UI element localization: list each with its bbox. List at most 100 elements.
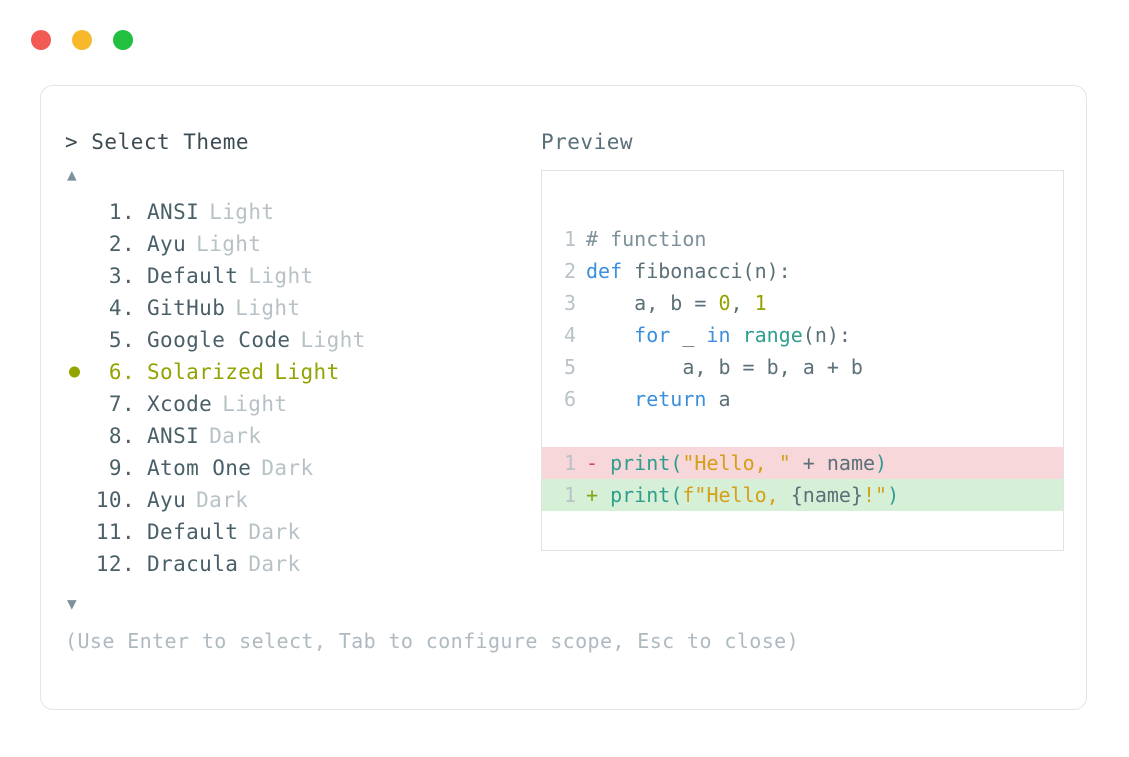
theme-item-variant: Dark [248,520,301,544]
theme-item-name: ANSI [147,200,200,224]
theme-item-index: 8. [108,424,135,448]
theme-item-variant: Light [222,392,288,416]
theme-item-variant: Light [235,296,301,320]
theme-item-index: 10. [95,488,135,512]
theme-item-variant: Dark [261,456,314,480]
line-number: 5 [563,355,576,379]
code-token [731,323,743,347]
theme-list-item[interactable]: 2. Ayu Light [65,228,535,260]
theme-item-variant: Light [274,360,340,384]
code-token: 0 [718,291,731,315]
theme-item-index: 6. [108,360,135,384]
theme-item-index: 3. [108,264,135,288]
diff-removed-line: 1- print("Hello, " + name) [542,447,1063,479]
theme-list-item[interactable]: 4. GitHub Light [65,292,535,324]
code-token: # function [586,227,707,251]
theme-item-index: 9. [108,456,135,480]
theme-list-item[interactable]: 3. Default Light [65,260,535,292]
theme-item-name: Dracula [147,552,239,576]
code-token: in [706,323,731,347]
code-line: 4 for _ in range(n): [542,319,1063,351]
theme-list-item[interactable]: 9. Atom One Dark [65,452,535,484]
theme-item-name: Ayu [147,232,187,256]
code-token: ) [887,483,900,507]
code-token: a, b = b, a + b [586,355,863,379]
diff-marker: + [586,483,611,507]
line-number: 2 [563,259,576,283]
code-token: !" [862,483,888,507]
code-diff-spacer [542,415,1063,447]
selected-bullet-icon [69,366,80,378]
code-token: fibonacci(n): [622,259,791,283]
code-line: 1 # function [542,223,1063,255]
theme-list-item[interactable]: 1. ANSI Light [65,196,535,228]
code-line: 3 a, b = 0, 1 [542,287,1063,319]
minimize-window-button[interactable] [72,30,92,50]
code-token: ) [875,451,888,475]
close-window-button[interactable] [31,30,51,50]
code-token: range [742,323,803,347]
theme-item-name: GitHub [147,296,226,320]
preview-label: Preview [541,130,634,154]
code-diff-sample: 1- print("Hello, " + name)1+ print(f"Hel… [542,447,1063,511]
theme-item-variant: Light [248,264,314,288]
theme-item-variant: Dark [209,424,262,448]
theme-list-item[interactable]: 6. Solarized Light [65,356,535,388]
code-line: 2 def fibonacci(n): [542,255,1063,287]
theme-item-name: ANSI [147,424,200,448]
line-number: 6 [563,387,576,411]
code-line: 6 return a [542,383,1063,415]
code-token: _ [670,323,707,347]
code-line: 5 a, b = b, a + b [542,351,1063,383]
theme-item-name: Atom One [147,456,252,480]
line-number: 1 [563,483,576,507]
theme-item-index: 1. [108,200,135,224]
keyboard-hint: (Use Enter to select, Tab to configure s… [65,629,800,653]
theme-item-variant: Dark [248,552,301,576]
theme-item-index: 11. [95,520,135,544]
theme-item-index: 12. [95,552,135,576]
code-token: return [634,387,707,411]
code-sample: 1 # function 2 def fibonacci(n): 3 a, b = 0,… [542,223,1063,415]
theme-item-index: 2. [108,232,135,256]
theme-item-name: Default [147,264,239,288]
code-token: for [634,323,671,347]
theme-list-item[interactable]: 12. Dracula Dark [65,548,535,580]
line-number: 1 [563,451,576,475]
code-token: {name} [790,483,863,507]
diff-marker: - [586,451,611,475]
code-preview-box: 1 # function 2 def fibonacci(n): 3 a, b = 0,… [541,170,1064,551]
theme-item-variant: Dark [196,488,249,512]
code-token: "Hello, " [682,451,791,475]
theme-item-name: Solarized [147,360,265,384]
code-token: f"Hello, [682,483,791,507]
code-token: a, b = [586,291,719,315]
theme-list-item[interactable]: 7. Xcode Light [65,388,535,420]
code-token: (n): [802,323,851,347]
code-token: print [610,483,671,507]
diff-added-line: 1 + print(f"Hello, {name}!") [542,479,1063,511]
line-number: 1 [563,227,576,251]
theme-item-index: 4. [108,296,135,320]
preview-panel: Preview 1 # function 2 def fibonacci(n): 3 a… [541,130,1066,551]
theme-list-item[interactable]: 8. ANSI Dark [65,420,535,452]
theme-item-variant: Light [209,200,275,224]
maximize-window-button[interactable] [113,30,133,50]
theme-item-name: Google Code [147,328,291,352]
code-token: ( [670,483,683,507]
code-token: def [586,259,623,283]
scroll-down-indicator[interactable]: ▼ [67,594,77,613]
theme-item-variant: Light [196,232,262,256]
theme-item-index: 7. [108,392,135,416]
theme-item-name: Xcode [147,392,213,416]
code-token: a [706,387,731,411]
line-number: 3 [563,291,576,315]
theme-item-index: 5. [108,328,135,352]
scroll-up-indicator[interactable]: ▲ [67,165,77,184]
